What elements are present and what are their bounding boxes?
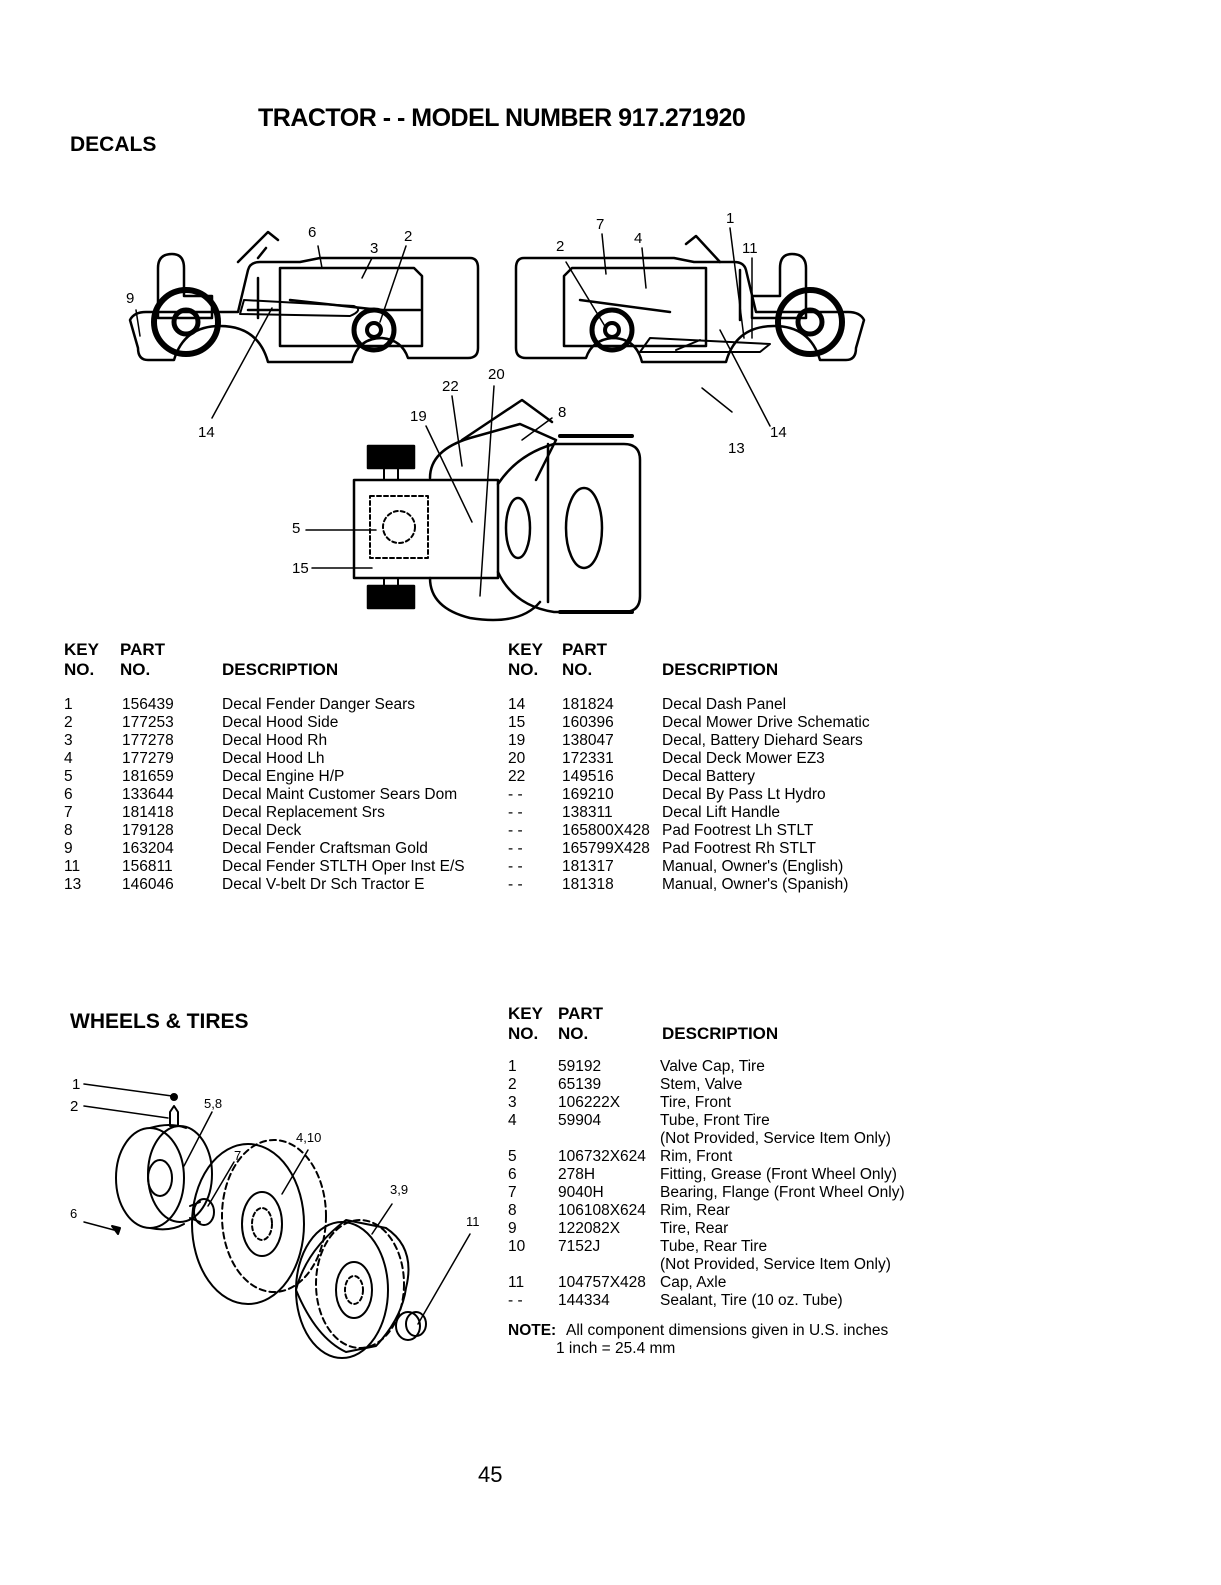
wheels-callout-1: 1 (72, 1076, 81, 1093)
wheels-callout-7: 7 (234, 1148, 242, 1163)
note-label: NOTE: (508, 1322, 557, 1339)
decals-callout-3: 3 (370, 240, 379, 257)
decals-callout-20: 20 (488, 366, 505, 383)
page-title: TRACTOR - - MODEL NUMBER 917.271920 (258, 104, 746, 132)
decals-callout-22: 22 (442, 378, 459, 395)
wheels-callout-6: 6 (70, 1206, 78, 1221)
wheels-part-header-2: NO. (558, 1024, 589, 1043)
right-tractor-rear-wheel (775, 287, 845, 357)
wheels-callout-11: 11 (466, 1214, 480, 1229)
wheels-description-header: DESCRIPTION (662, 1024, 779, 1043)
decals-callout-4: 4 (634, 230, 643, 247)
wheels-callout-5-8: 5,8 (204, 1096, 223, 1111)
decals-left-description-header: DESCRIPTION (222, 660, 339, 679)
tractor-right-side-view (514, 234, 866, 364)
wheels-key-header-2: NO. (508, 1024, 539, 1043)
decals-callout-14-left: 14 (198, 424, 215, 441)
decals-right-part-header-2: NO. (562, 660, 593, 679)
top-view-front-tire-left (366, 444, 416, 470)
decals-callout-1: 1 (726, 210, 735, 227)
decals-left-key-header-1: KEY (64, 640, 99, 659)
wheels-callout-3-9: 3,9 (390, 1182, 409, 1197)
right-tractor-front-wheel (589, 307, 635, 353)
decals-callout-8: 8 (558, 404, 567, 421)
decals-right-description-header: DESCRIPTION (662, 660, 779, 679)
decals-right-part-header-1: PART (562, 640, 608, 659)
page-number: 45 (478, 1462, 503, 1487)
rear-tire (295, 1221, 389, 1359)
note-line-1: All component dimensions given in U.S. i… (566, 1322, 889, 1339)
wheels-part-header-1: PART (558, 1004, 604, 1023)
wheels-callout-2: 2 (70, 1098, 79, 1115)
wheels-key-header-1: KEY (508, 1004, 543, 1023)
decals-callout-5: 5 (292, 520, 301, 537)
decals-section-title: DECALS (70, 133, 157, 156)
left-tractor-front-wheel (351, 307, 397, 353)
decals-callout-2: 2 (404, 228, 413, 245)
wheels-callout-4-10: 4,10 (296, 1130, 322, 1145)
decals-callout-2-right: 2 (556, 238, 565, 255)
wheels-section-title: WHEELS & TIRES (70, 1010, 249, 1033)
top-view-front-tire-right (366, 584, 416, 610)
decals-right-key-header-2: NO. (508, 660, 539, 679)
decals-callout-9: 9 (126, 290, 135, 307)
front-rim (115, 1127, 185, 1229)
decals-callout-15: 15 (292, 560, 309, 577)
front-tire (191, 1143, 305, 1305)
decals-callout-13: 13 (728, 440, 745, 457)
decals-left-part-header-2: NO. (120, 660, 151, 679)
note-line-2: 1 inch = 25.4 mm (556, 1340, 676, 1357)
decals-callout-19: 19 (410, 408, 427, 425)
left-tractor-rear-wheel (151, 287, 221, 357)
decals-left-part-header-1: PART (120, 640, 166, 659)
decals-callout-11: 11 (742, 240, 758, 257)
decals-callout-6: 6 (308, 224, 317, 241)
decals-left-key-header-2: NO. (64, 660, 95, 679)
tractor-top-view (352, 398, 642, 622)
decals-right-key-header-1: KEY (508, 640, 543, 659)
decals-callout-14-right: 14 (770, 424, 787, 441)
decals-callout-7: 7 (596, 216, 605, 233)
